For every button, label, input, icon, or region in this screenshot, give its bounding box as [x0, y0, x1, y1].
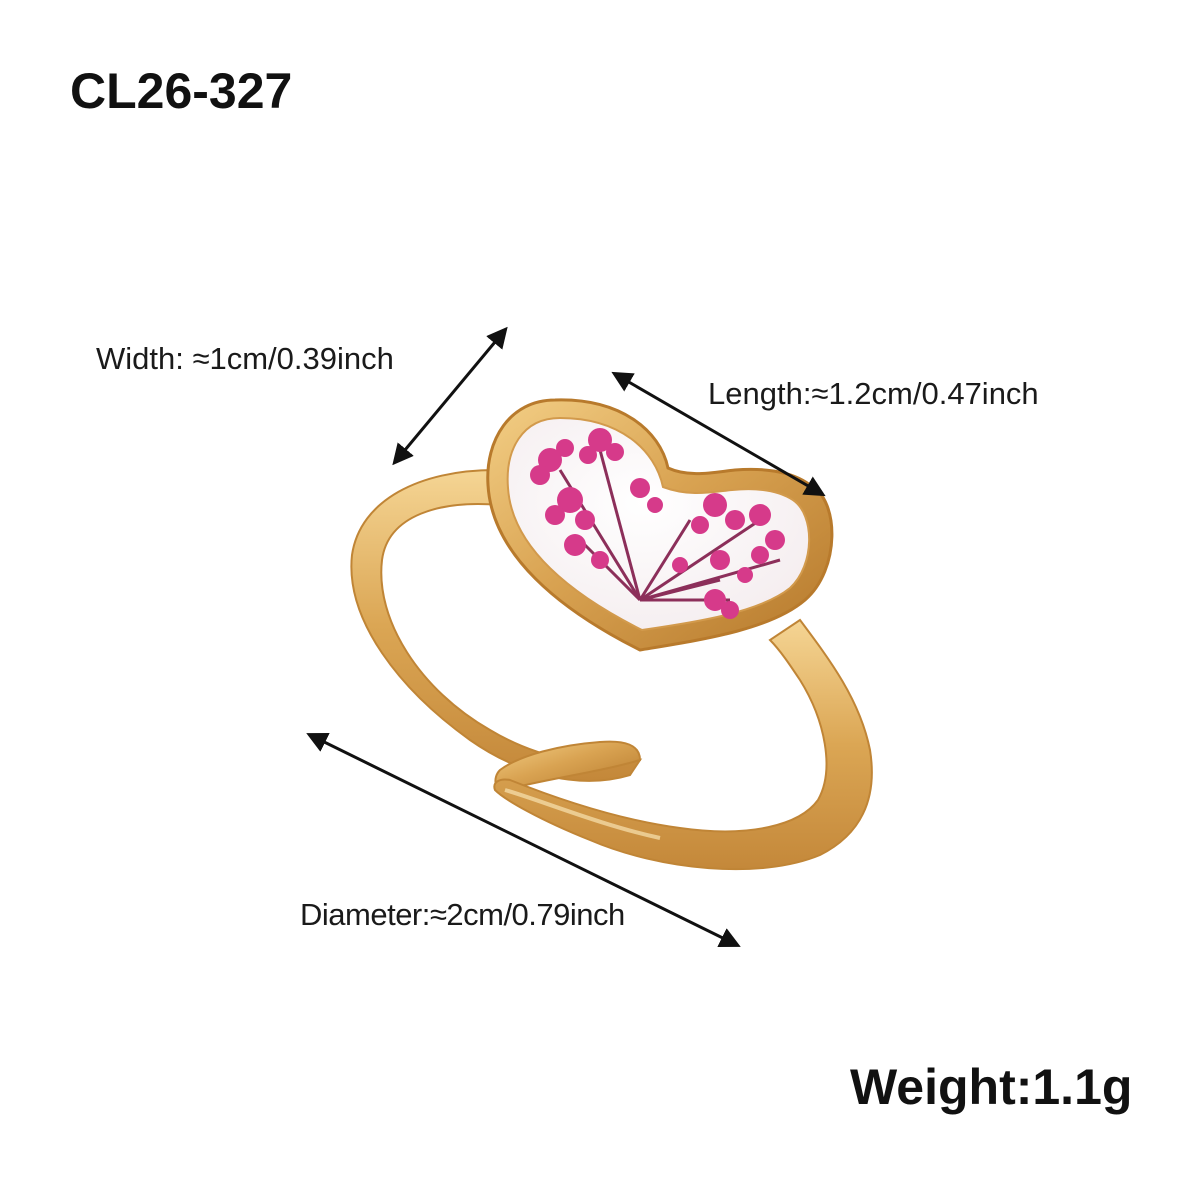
width-arrow — [392, 326, 508, 466]
product-code: CL26-327 — [70, 63, 293, 119]
length-label: Length:≈1.2cm/0.47inch — [708, 376, 1039, 411]
pressed-flowers — [558, 449, 781, 602]
width-label: Width: ≈1cm/0.39inch — [96, 341, 394, 376]
heart-bezel — [486, 398, 834, 652]
weight-label: Weight:1.1g — [850, 1059, 1133, 1115]
diameter-label: Diameter:≈2cm/0.79inch — [300, 897, 625, 932]
diameter-arrow — [306, 732, 741, 948]
length-arrow — [611, 371, 826, 497]
